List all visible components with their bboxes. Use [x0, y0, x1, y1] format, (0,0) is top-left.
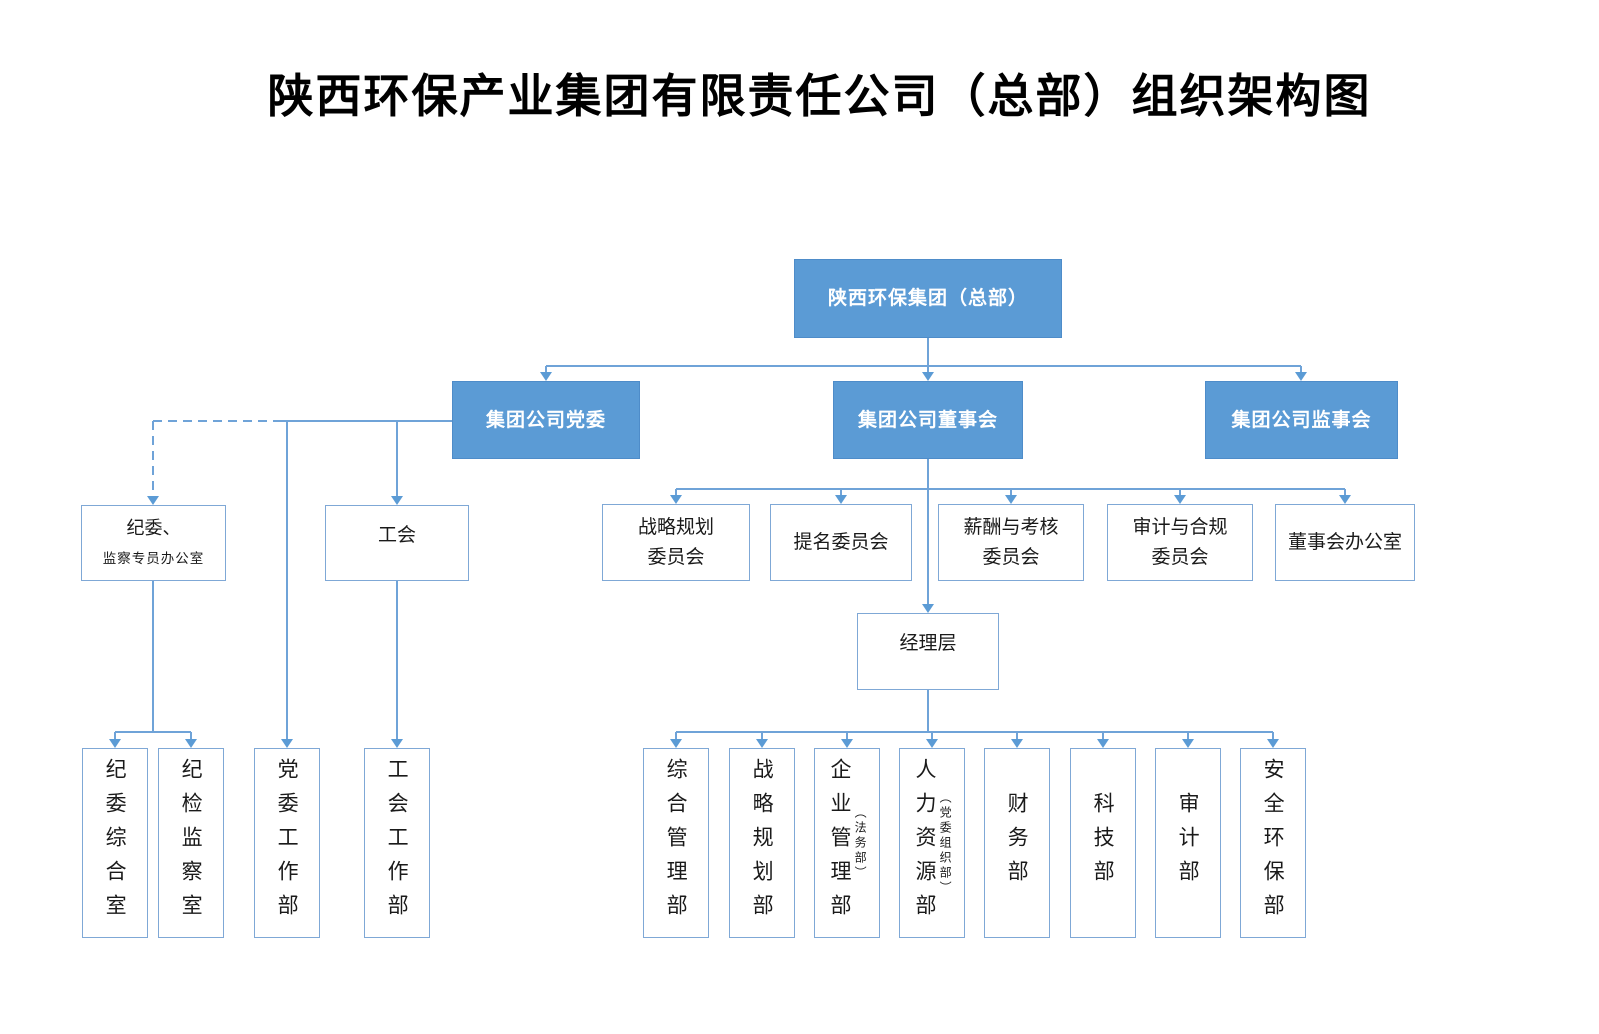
- node-labor-union: 工会: [325, 505, 469, 581]
- node-discipline-inspection-office: 纪检监察室: [158, 748, 224, 938]
- node-dept-general-management: 综合管理部: [643, 748, 709, 938]
- node-committee-compensation-appraisal: 薪酬与考核 委员会: [938, 504, 1084, 581]
- arrowhead-icon: [926, 739, 938, 748]
- node-board-of-directors: 集团公司董事会: [833, 381, 1023, 459]
- node-committee-audit-compliance: 审计与合规 委员会: [1107, 504, 1253, 581]
- node-label: 集团公司党委: [485, 408, 606, 431]
- arrowhead-icon: [1295, 372, 1307, 381]
- node-label: 集团公司董事会: [857, 408, 998, 431]
- node-party-work-dept: 党委工作部: [254, 748, 320, 938]
- node-committee-strategic-planning: 战略规划 委员会: [602, 504, 750, 581]
- arrowhead-icon: [1097, 739, 1109, 748]
- arrowhead-icon: [1011, 739, 1023, 748]
- node-management-layer: 经理层: [857, 613, 999, 690]
- arrowhead-icon: [1005, 495, 1017, 504]
- node-label: 纪委、: [126, 518, 181, 539]
- node-label: 企业管理部: [827, 758, 852, 928]
- node-label: 集团公司监事会: [1231, 408, 1372, 431]
- node-label: 工会: [377, 524, 416, 546]
- page-title: 陕西环保产业集团有限责任公司（总部）组织架构图: [267, 69, 1372, 123]
- node-label: 战略规划: [637, 516, 714, 539]
- node-union-work-dept: 工会工作部: [364, 748, 430, 938]
- node-label: 科技部: [1091, 792, 1116, 894]
- node-label: 综合管理部: [664, 758, 689, 928]
- arrowhead-icon: [756, 739, 768, 748]
- arrowhead-icon: [1174, 495, 1186, 504]
- node-label: 审计部: [1176, 792, 1201, 894]
- arrowhead-icon: [391, 496, 403, 505]
- node-label: 纪检监察室: [179, 758, 204, 928]
- arrowhead-icon: [1182, 739, 1194, 748]
- arrowhead-icon: [109, 739, 121, 748]
- node-sublabel: （党委组织部）: [938, 790, 953, 896]
- node-sublabel: （法务部）: [853, 805, 868, 881]
- node-label: 委员会: [1151, 545, 1209, 568]
- node-label: 委员会: [982, 545, 1040, 568]
- node-dept-enterprise-management: 企业管理部 （法务部）: [814, 748, 880, 938]
- node-dept-science-technology: 科技部: [1070, 748, 1136, 938]
- node-party-committee: 集团公司党委: [452, 381, 640, 459]
- arrowhead-icon: [147, 496, 159, 505]
- node-label: 党委工作部: [275, 758, 300, 928]
- node-label: 审计与合规: [1132, 516, 1228, 539]
- node-committee-nomination: 提名委员会: [770, 504, 912, 581]
- arrowhead-icon: [391, 739, 403, 748]
- node-label: 薪酬与考核: [963, 516, 1059, 539]
- node-group-hq: 陕西环保集团（总部）: [794, 259, 1062, 338]
- arrowhead-icon: [835, 495, 847, 504]
- node-dept-finance: 财务部: [984, 748, 1050, 938]
- node-label: 战略规划部: [750, 758, 775, 928]
- node-label: 安全环保部: [1261, 758, 1286, 928]
- node-discipline-general-office: 纪委综合室: [82, 748, 148, 938]
- arrowhead-icon: [540, 372, 552, 381]
- node-label: 监察专员办公室: [102, 550, 205, 567]
- node-dept-strategic-planning: 战略规划部: [729, 748, 795, 938]
- node-dept-audit: 审计部: [1155, 748, 1221, 938]
- arrowhead-icon: [1267, 739, 1279, 748]
- arrowhead-icon: [922, 372, 934, 381]
- node-label: 人力资源部: [912, 758, 937, 928]
- arrowhead-icon: [281, 739, 293, 748]
- node-board-office: 董事会办公室: [1275, 504, 1415, 581]
- arrowhead-group: [109, 372, 1351, 748]
- node-label: 陕西环保集团（总部）: [827, 287, 1028, 310]
- node-dept-human-resources: 人力资源部 （党委组织部）: [899, 748, 965, 938]
- arrowhead-icon: [670, 739, 682, 748]
- node-label: 财务部: [1005, 792, 1030, 894]
- arrowhead-icon: [670, 495, 682, 504]
- arrowhead-icon: [1339, 495, 1351, 504]
- node-label: 工会工作部: [385, 758, 410, 928]
- node-dept-safety-environment: 安全环保部: [1240, 748, 1306, 938]
- node-label: 董事会办公室: [1287, 530, 1402, 553]
- node-label: 委员会: [647, 545, 705, 568]
- node-label: 提名委员会: [793, 530, 889, 553]
- arrowhead-icon: [185, 739, 197, 748]
- arrowhead-icon: [841, 739, 853, 748]
- node-supervisory-board: 集团公司监事会: [1205, 381, 1398, 459]
- node-discipline-office: 纪委、 监察专员办公室: [81, 505, 226, 581]
- arrowhead-icon: [922, 604, 934, 613]
- connector-line-group: [114, 338, 1346, 740]
- node-label: 经理层: [899, 632, 957, 654]
- node-label: 纪委综合室: [103, 758, 128, 928]
